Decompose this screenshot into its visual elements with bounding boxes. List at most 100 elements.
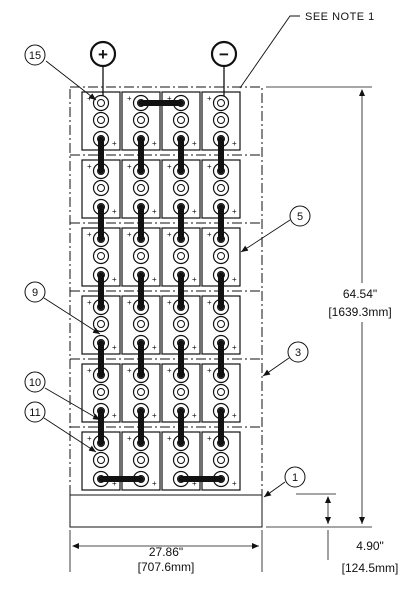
- height-mm: [1639.3mm]: [328, 305, 391, 319]
- post-center: [97, 99, 105, 107]
- cell-vent: [172, 315, 190, 333]
- post-center: [177, 252, 185, 260]
- cell-vent: [212, 315, 230, 333]
- post-center: [97, 320, 105, 328]
- cell-vent: [132, 111, 150, 129]
- cell-plus-mark: +: [112, 479, 117, 488]
- post-center: [217, 99, 225, 107]
- cell-plus-mark: +: [232, 411, 237, 420]
- base-mm: [124.5mm]: [342, 561, 399, 575]
- balloon-9-label: 9: [32, 287, 38, 299]
- cell-plus-mark: +: [112, 139, 117, 148]
- balloon-11-label: 11: [29, 407, 40, 419]
- positive-terminal: +: [89, 40, 117, 96]
- balloon-15-label: 15: [29, 50, 41, 62]
- cell-vent: [132, 179, 150, 197]
- post-center: [217, 252, 225, 260]
- balloon-3: 3: [262, 341, 309, 377]
- width-inches: 27.86": [149, 545, 183, 559]
- cell-plus-mark: +: [192, 275, 197, 284]
- cell-plus-mark: +: [167, 366, 172, 375]
- cell-plus-mark: +: [232, 207, 237, 216]
- cell-plus-mark: +: [232, 139, 237, 148]
- post-center: [217, 184, 225, 192]
- post-center: [137, 388, 145, 396]
- post-center: [137, 252, 145, 260]
- cell-plus-mark: +: [232, 275, 237, 284]
- cell-plus-mark: +: [192, 343, 197, 352]
- cell-plus-mark: +: [127, 230, 132, 239]
- width-dimension: 27.86" [707.6mm]: [69, 530, 263, 574]
- negative-terminal: −: [210, 40, 238, 96]
- height-inches: 64.54": [343, 287, 377, 301]
- post-center: [217, 320, 225, 328]
- cell-plus-mark: +: [207, 162, 212, 171]
- cell-plus-mark: +: [152, 275, 157, 284]
- cell-vent: [212, 451, 230, 469]
- cell-plus-mark: +: [167, 94, 172, 103]
- cell-plus-mark: +: [167, 162, 172, 171]
- balloon-9: 9: [24, 281, 101, 335]
- cell-vent: [172, 111, 190, 129]
- post-center: [137, 116, 145, 124]
- cell-vent: [172, 383, 190, 401]
- cell-plus-mark: +: [192, 207, 197, 216]
- post-center: [177, 320, 185, 328]
- width-mm: [707.6mm]: [138, 560, 195, 574]
- cell-vent: [212, 179, 230, 197]
- cell-post: [92, 94, 110, 112]
- cell-vent: [92, 315, 110, 333]
- post-center: [217, 116, 225, 124]
- post-center: [97, 116, 105, 124]
- post-center: [97, 456, 105, 464]
- see-note-callout: SEE NOTE 1: [239, 11, 375, 89]
- cell-plus-mark: +: [152, 479, 157, 488]
- cell-vent: [92, 179, 110, 197]
- balloon-5-label: 5: [297, 211, 303, 223]
- balloon-15: 15: [24, 44, 97, 101]
- cell-plus-mark: +: [152, 207, 157, 216]
- balloon-5: 5: [240, 205, 311, 253]
- post-center: [177, 388, 185, 396]
- cell-plus-mark: +: [127, 434, 132, 443]
- cell-plus-mark: +: [192, 139, 197, 148]
- cell-plus-mark: +: [152, 343, 157, 352]
- see-note-label: SEE NOTE 1: [305, 11, 375, 23]
- post-center: [137, 184, 145, 192]
- cell-plus-mark: +: [127, 366, 132, 375]
- base-inches: 4.90": [356, 539, 384, 553]
- cell-plus-mark: +: [112, 207, 117, 216]
- post-center: [97, 252, 105, 260]
- cell-plus-mark: +: [112, 411, 117, 420]
- cell-plus-mark: +: [207, 366, 212, 375]
- cell-plus-mark: +: [152, 139, 157, 148]
- intercell-connectors: [98, 100, 224, 482]
- cell-plus-mark: +: [167, 230, 172, 239]
- balloon-11: 11: [24, 401, 97, 453]
- cell-plus-mark: +: [192, 479, 197, 488]
- cell-plus-mark: +: [207, 434, 212, 443]
- cell-vent: [172, 247, 190, 265]
- post-center: [217, 456, 225, 464]
- cell-plus-mark: +: [167, 298, 172, 307]
- cell-vent: [92, 451, 110, 469]
- cell-vent: [172, 451, 190, 469]
- balloon-3-label: 3: [295, 347, 301, 359]
- cell-vent: [212, 111, 230, 129]
- cell-vent: [212, 383, 230, 401]
- rack-base: [69, 494, 263, 528]
- cell-plus-mark: +: [232, 479, 237, 488]
- cell-plus-mark: +: [232, 343, 237, 352]
- post-center: [137, 320, 145, 328]
- balloon-10-label: 10: [29, 377, 41, 389]
- post-center: [177, 116, 185, 124]
- cell-plus-mark: +: [112, 343, 117, 352]
- battery-cell: ++: [201, 363, 241, 423]
- cell-plus-mark: +: [127, 162, 132, 171]
- cell-vent: [212, 247, 230, 265]
- height-dimension: 64.54" [1639.3mm]: [266, 86, 392, 528]
- post-center: [177, 456, 185, 464]
- post-center: [97, 184, 105, 192]
- cell-plus-mark: +: [87, 162, 92, 171]
